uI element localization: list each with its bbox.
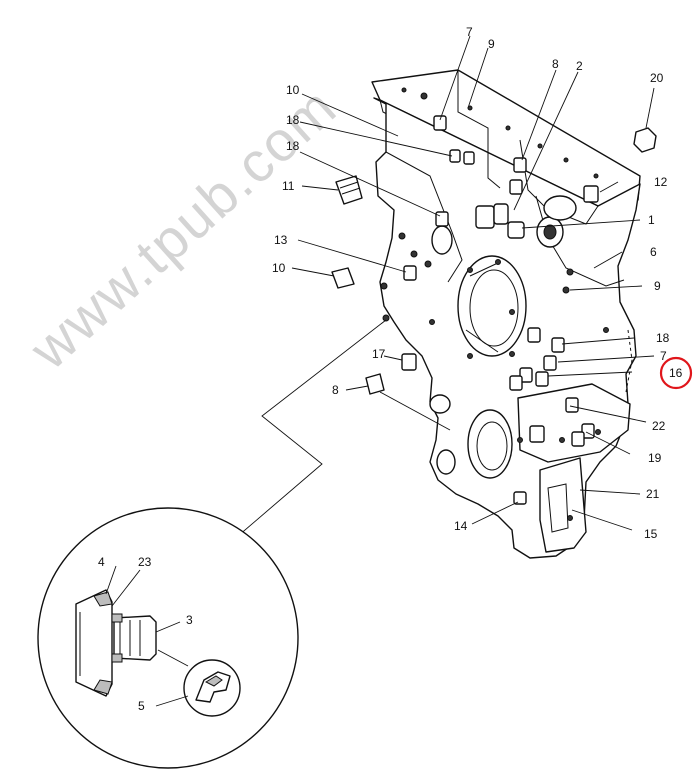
callout-15: 15 (644, 527, 658, 541)
callout-labels: 7 9 8 2 20 10 18 18 11 12 1 13 6 10 9 18… (98, 25, 670, 713)
callout-2: 2 (576, 59, 583, 73)
callout-11: 11 (282, 179, 295, 193)
callout-17: 17 (372, 347, 386, 361)
callout-18-c: 18 (656, 331, 670, 345)
leader-lines (223, 35, 655, 549)
callout-8-lower: 8 (332, 383, 339, 397)
callout-13: 13 (274, 233, 288, 247)
callout-3: 3 (186, 613, 193, 627)
callout-18-a: 18 (286, 113, 300, 127)
bolt-set (331, 115, 657, 505)
callout-22: 22 (652, 419, 666, 433)
callout-8-top: 8 (552, 57, 559, 71)
front-cover-housing (371, 69, 641, 559)
callout-10-lower: 10 (272, 261, 286, 275)
callout-14: 14 (454, 519, 468, 533)
callout-9-right: 9 (654, 279, 661, 293)
callout-7-top: 7 (466, 25, 473, 39)
callout-12: 12 (654, 175, 668, 189)
callout-18-b: 18 (286, 139, 300, 153)
callout-20: 20 (650, 71, 664, 85)
callout-1: 1 (648, 213, 655, 227)
callout-5: 5 (138, 699, 145, 713)
callout-9-top: 9 (488, 37, 495, 51)
highlighted-callout-16: 16 (659, 356, 693, 390)
callout-19: 19 (648, 451, 662, 465)
callout-23: 23 (138, 555, 152, 569)
callout-7-right: 7 (660, 349, 667, 363)
callout-21: 21 (646, 487, 660, 501)
callout-6: 6 (650, 245, 657, 259)
detail-inset (37, 507, 299, 769)
callout-10-top: 10 (286, 83, 300, 97)
callout-4: 4 (98, 555, 105, 569)
callout-16: 16 (669, 366, 683, 380)
